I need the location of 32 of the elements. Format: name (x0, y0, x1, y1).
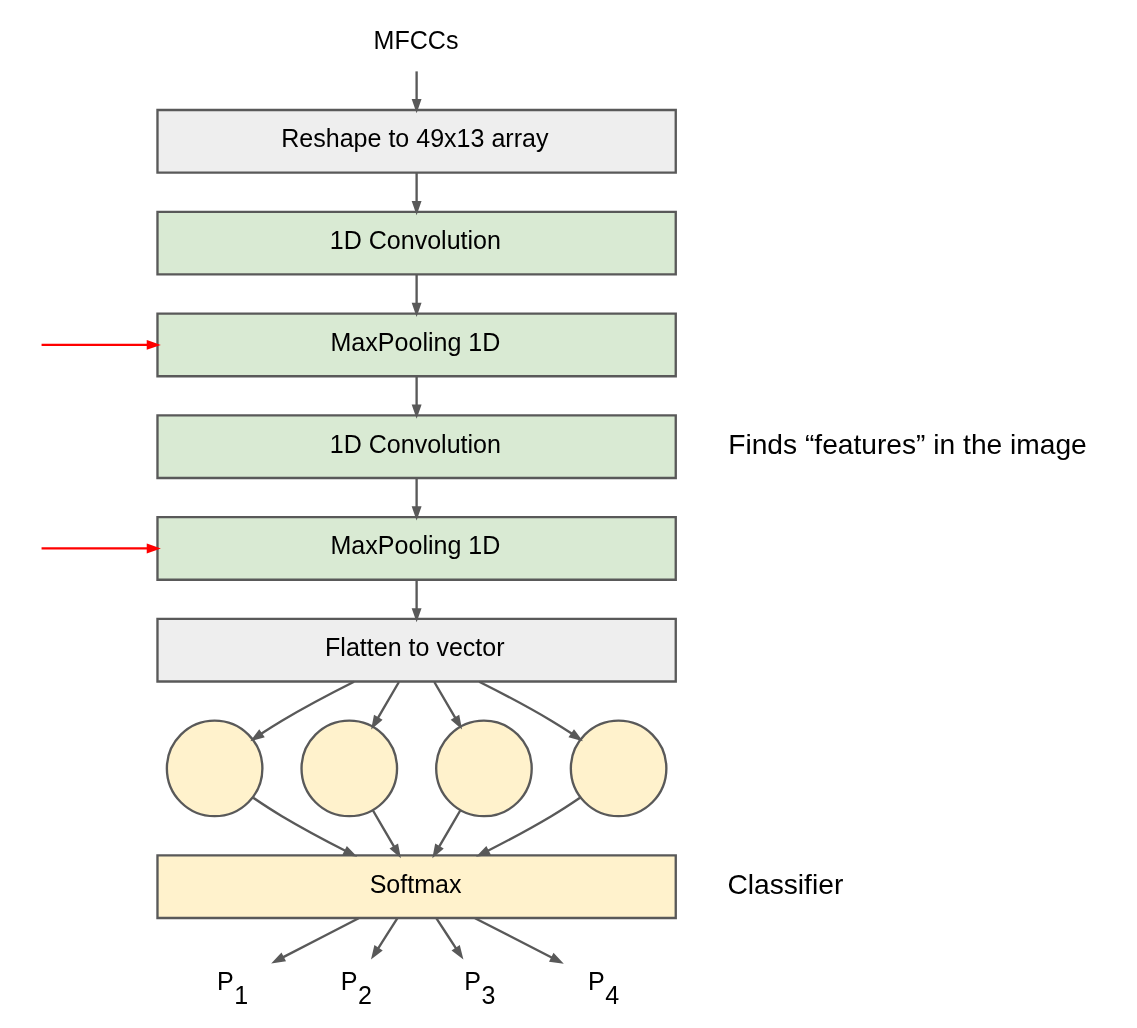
arrow (478, 680, 583, 742)
arrow (432, 681, 462, 730)
arrow (270, 917, 359, 964)
arrow (411, 478, 422, 521)
node-box: Reshape to 49x13 array (155, 108, 677, 174)
node-text: MFCCs (373, 25, 458, 54)
label: Classifier (726, 867, 843, 900)
node-box: Flatten to vector (155, 617, 677, 683)
node-box: 1D Convolution (155, 210, 677, 276)
arrow (411, 580, 422, 623)
node-box: MaxPooling 1D (155, 312, 677, 378)
label: Finds “features” in the image (727, 427, 1087, 460)
node-circle (299, 719, 398, 818)
arrow (370, 681, 400, 730)
arrow (474, 917, 564, 964)
arrow (411, 274, 422, 317)
arrow (411, 376, 422, 419)
arrow (249, 680, 355, 742)
arrow (411, 173, 422, 216)
arrow (370, 917, 398, 960)
arrow (252, 796, 357, 857)
arrow (434, 917, 463, 960)
node-box: 1D Convolution (155, 414, 677, 480)
node-circle (434, 719, 533, 818)
node-box: Softmax (155, 854, 677, 920)
arrow (41, 543, 161, 554)
arrow (475, 796, 581, 857)
arrow (431, 809, 461, 859)
arrow (411, 71, 422, 114)
arrow (371, 809, 401, 859)
arrow (41, 339, 161, 350)
node-box: MaxPooling 1D (155, 515, 677, 581)
